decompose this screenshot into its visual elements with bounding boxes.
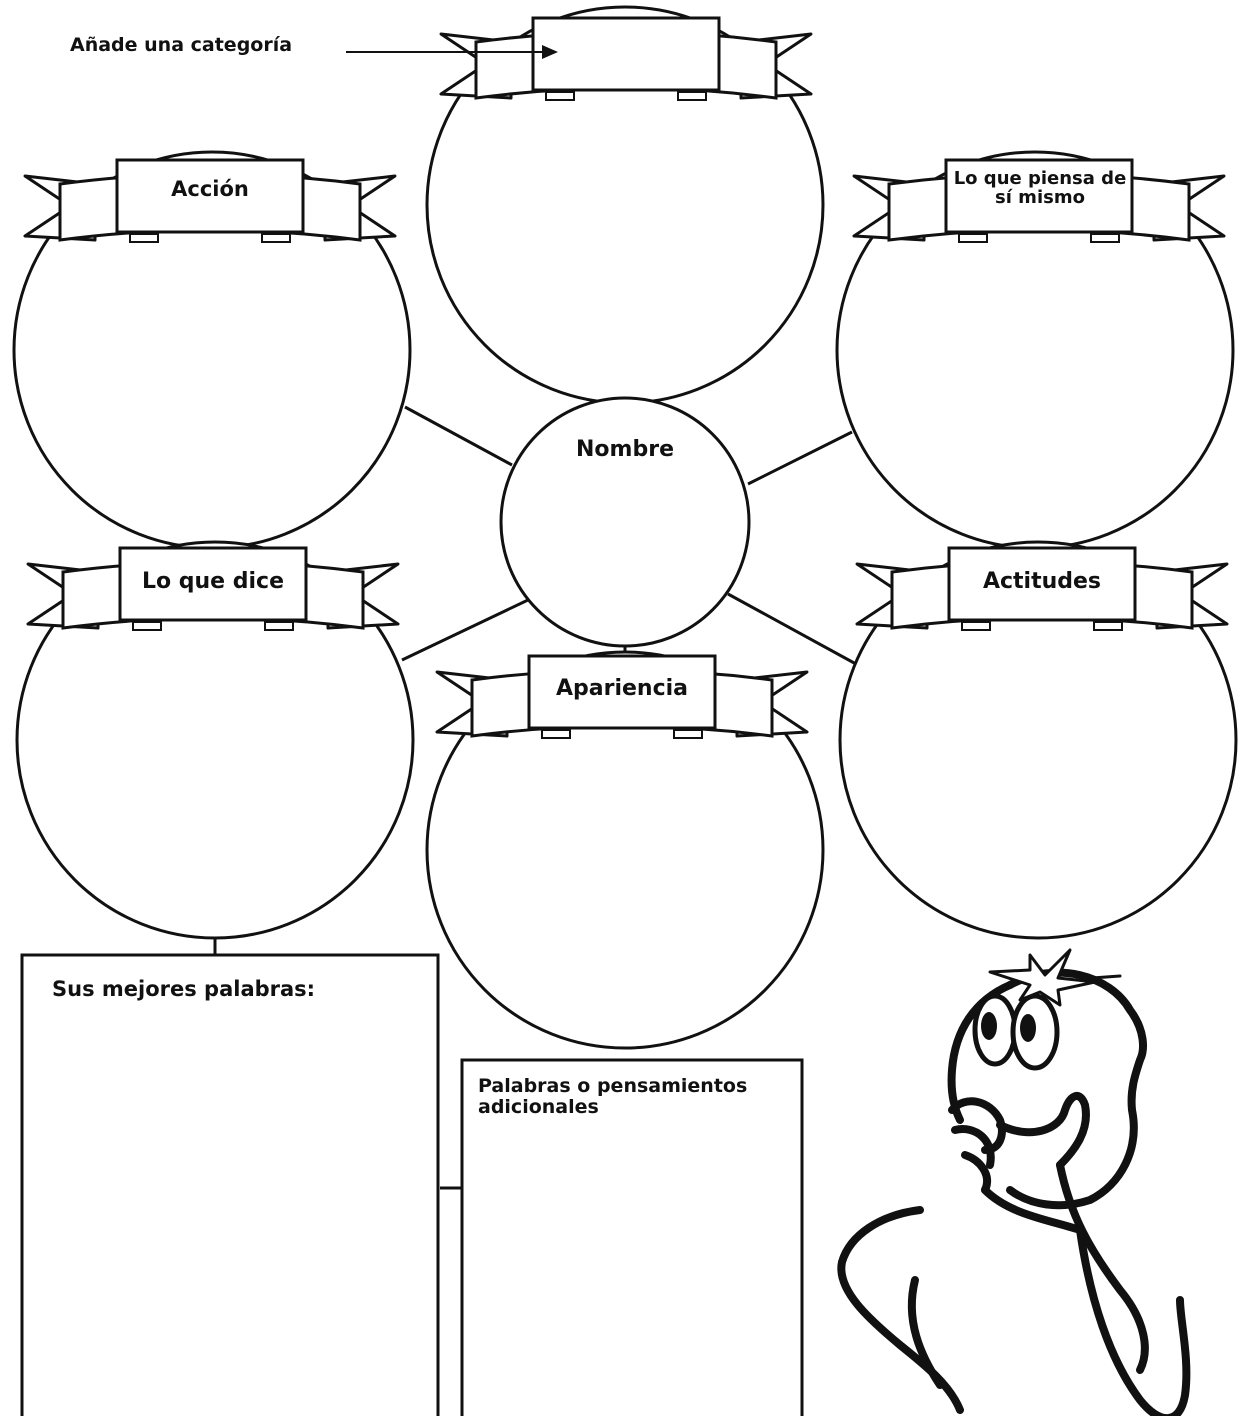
- arrow-icon: [346, 45, 558, 59]
- category-circle-bottom: [425, 650, 825, 1050]
- category-label-bottom-left: Lo que dice: [141, 569, 285, 594]
- best-words-label: Sus mejores palabras:: [52, 977, 316, 1001]
- center-name-label: Nombre: [576, 437, 674, 462]
- additional-words-box: [460, 1058, 804, 1416]
- category-circle-bottom-left: [15, 540, 415, 940]
- category-label-bottom-right: Actitudes: [982, 569, 1102, 594]
- additional-words-label: Palabras o pensamientos adicionales: [478, 1075, 748, 1118]
- best-words-box: [20, 953, 440, 1416]
- name-circle: [499, 396, 751, 648]
- banner-top-left: [23, 158, 397, 244]
- category-label-top-left: Acción: [171, 177, 249, 201]
- surprised-person-icon: [837, 948, 1191, 1416]
- banner-top: [439, 16, 813, 102]
- category-circle-bottom-right: [838, 540, 1238, 940]
- category-label-top-right: Lo que piensa de sí mismo: [953, 168, 1127, 208]
- instruction-label: Añade una categoría: [70, 34, 293, 56]
- category-label-bottom: Apariencia: [555, 676, 689, 701]
